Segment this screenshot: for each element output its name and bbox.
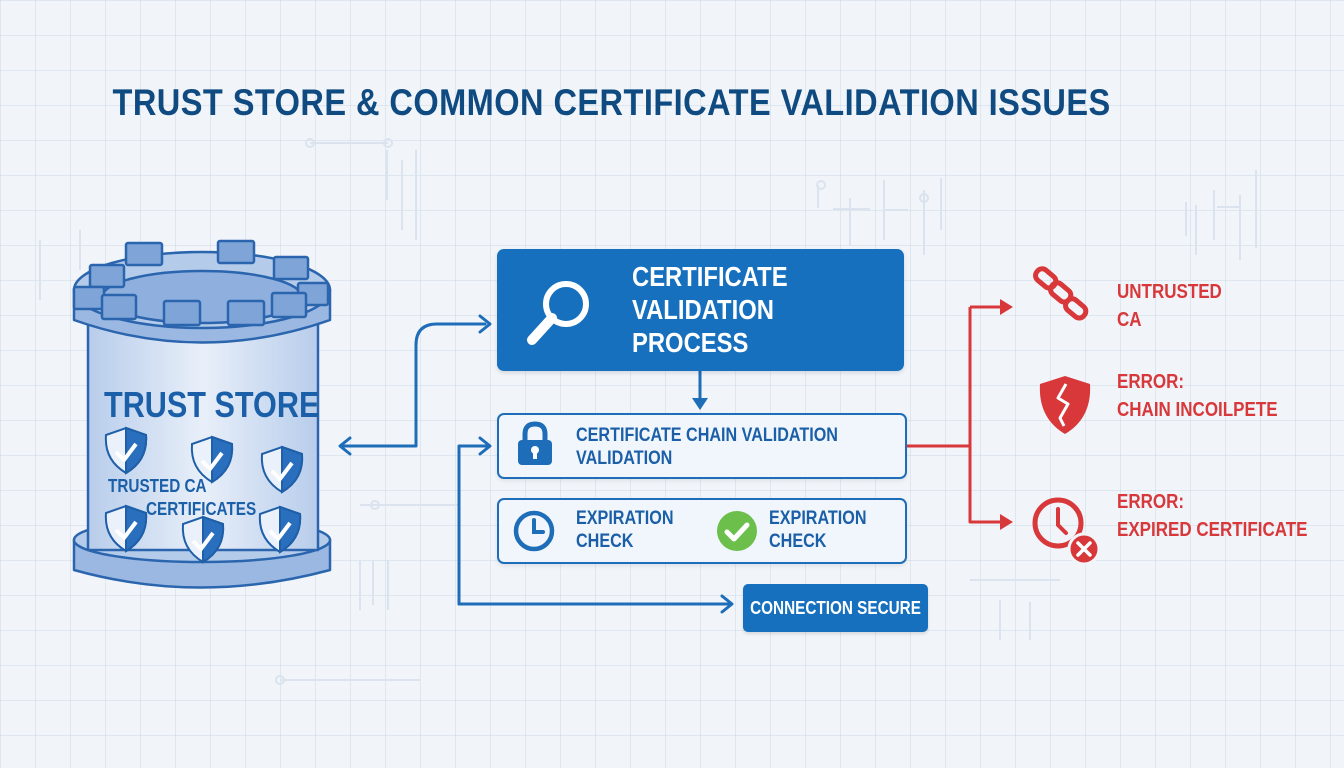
chain-validation-step xyxy=(497,413,907,479)
trusted-ca-label-line1: TRUSTED CA xyxy=(108,476,207,496)
clock-error-icon xyxy=(1032,497,1101,566)
trust-store-label: TRUST STORE xyxy=(104,384,320,425)
expiration-check-label-left: EXPIRATION CHECK xyxy=(576,508,674,552)
padlock-icon xyxy=(518,421,552,465)
castle-tower-icon xyxy=(72,239,332,589)
chain-validation-label: CERTIFICATE CHAIN VALIDATION VALIDATION xyxy=(576,425,838,469)
trusted-ca-label-line2: CERTIFICATES xyxy=(146,499,257,519)
process-title: CERTIFICATE VALIDATION PROCESS xyxy=(632,261,788,358)
connection-secure-button[interactable]: CONNECTION SECURE xyxy=(743,584,928,632)
expiration-check-label-right: EXPIRATION CHECK xyxy=(769,508,867,552)
error-untrusted-ca: UNTRUSTED CA xyxy=(1117,281,1222,331)
error-chain-incomplete: ERROR: CHAIN INCOILPETE xyxy=(1117,371,1278,421)
clock-icon xyxy=(513,510,555,552)
broken-shield-icon xyxy=(1039,376,1091,434)
certificate-validation-process-box xyxy=(497,249,904,371)
magnifier-icon xyxy=(527,281,589,345)
error-expired-certificate: ERROR: EXPIRED CERTIFICATE xyxy=(1117,491,1308,541)
page-title: TRUST STORE & COMMON CERTIFICATE VALIDAT… xyxy=(112,82,1111,123)
green-check-icon xyxy=(717,511,757,551)
expiration-check-step xyxy=(497,498,907,564)
broken-chain-icon xyxy=(1033,266,1089,321)
